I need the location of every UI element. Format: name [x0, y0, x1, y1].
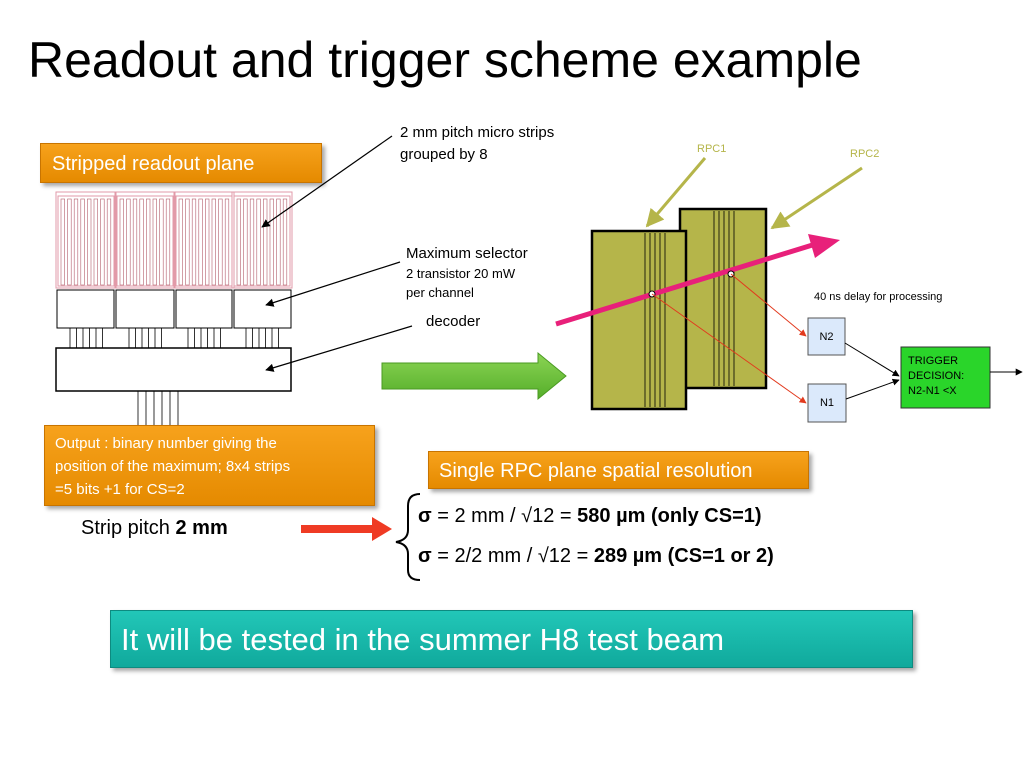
output-bus — [137, 391, 179, 427]
strip-group — [55, 191, 117, 289]
selector-wires — [69, 328, 279, 348]
selector-block-4 — [233, 289, 292, 329]
trigger-line2: DECISION: — [908, 370, 965, 382]
selector-block-3 — [175, 289, 233, 329]
sigma-line1: σ = 2 mm / √12 = 580 µm (only CS=1) — [418, 503, 762, 529]
n1-to-trigger — [845, 378, 900, 400]
particle-track-head — [808, 234, 840, 258]
resolution-label: Single RPC plane spatial resolution — [428, 451, 809, 489]
delay-label: 40 ns delay for processing — [814, 291, 943, 303]
particle-track — [555, 240, 820, 327]
selector-line2: per channel — [406, 285, 474, 300]
selector-block-2 — [115, 289, 175, 329]
strip-group — [173, 191, 235, 289]
strip-pitch-value: 2 mm — [175, 517, 228, 539]
output-note-box: Output : binary number giving the positi… — [44, 425, 375, 506]
slide-title: Readout and trigger scheme example — [28, 32, 862, 88]
n1-box — [807, 383, 847, 423]
output-line3: =5 bits +1 for CS=2 — [55, 481, 185, 498]
decoder-block — [55, 347, 292, 392]
strip-pitch: Strip pitch 2 mm — [81, 516, 228, 540]
selector-blocks — [56, 289, 292, 329]
test-beam-banner: It will be tested in the summer H8 test … — [110, 610, 913, 668]
rpc2-plane — [678, 207, 768, 390]
sigma1-result: 580 µm (only CS=1) — [577, 505, 762, 527]
strips-note-line1: 2 mm pitch micro strips — [400, 124, 555, 141]
sigma-brace — [395, 493, 421, 581]
sigma1-formula: = 2 mm / √12 = — [431, 505, 578, 527]
signal-to-n2 — [730, 273, 807, 337]
selector-line1: 2 transistor 20 mW — [406, 266, 516, 281]
n2-box — [807, 317, 846, 356]
strip-group — [231, 191, 293, 289]
rpc1-label: RPC1 — [697, 143, 727, 155]
decoder-pointer — [265, 325, 413, 372]
strip-group — [114, 191, 176, 289]
strip-groups — [55, 191, 293, 289]
sigma2-result: 289 µm (CS=1 or 2) — [593, 545, 774, 567]
red-arrow — [301, 517, 392, 541]
output-line1: Output : binary number giving the — [55, 435, 277, 452]
selector-block-1 — [56, 289, 115, 329]
trigger-box — [900, 346, 991, 409]
rpc1-pointer — [645, 157, 707, 228]
n2-label: N2 — [819, 331, 834, 343]
selector-pointer — [265, 261, 401, 307]
output-line2: position of the maximum; 8x4 strips — [55, 458, 291, 475]
rpc2-label: RPC2 — [850, 148, 880, 160]
sigma-line2: σ = 2/2 mm / √12 = 289 µm (CS=1 or 2) — [418, 543, 774, 569]
rpc2-pointer — [770, 166, 863, 230]
rpc1-plane — [590, 229, 688, 411]
green-arrow — [381, 351, 567, 401]
stripped-readout-label: Stripped readout plane — [40, 143, 322, 183]
sigma1-symbol: σ — [418, 505, 432, 527]
decoder-label: decoder — [426, 313, 481, 330]
trigger-text: TRIGGER DECISION: N2-N1 <X — [908, 354, 964, 399]
n1-label: N1 — [819, 397, 835, 409]
trigger-line1: TRIGGER — [908, 355, 959, 367]
sigma2-symbol: σ — [418, 545, 432, 567]
strips-pointer — [261, 135, 393, 228]
sigma2-formula: = 2/2 mm / √12 = — [431, 545, 594, 567]
trigger-line3: N2-N1 <X — [908, 385, 957, 397]
n2-to-trigger — [844, 342, 900, 377]
selector-title: Maximum selector — [406, 245, 528, 262]
signal-to-n1 — [651, 293, 807, 404]
strips-note-line2: grouped by 8 — [400, 146, 488, 163]
strip-pitch-text: Strip pitch — [81, 517, 176, 539]
